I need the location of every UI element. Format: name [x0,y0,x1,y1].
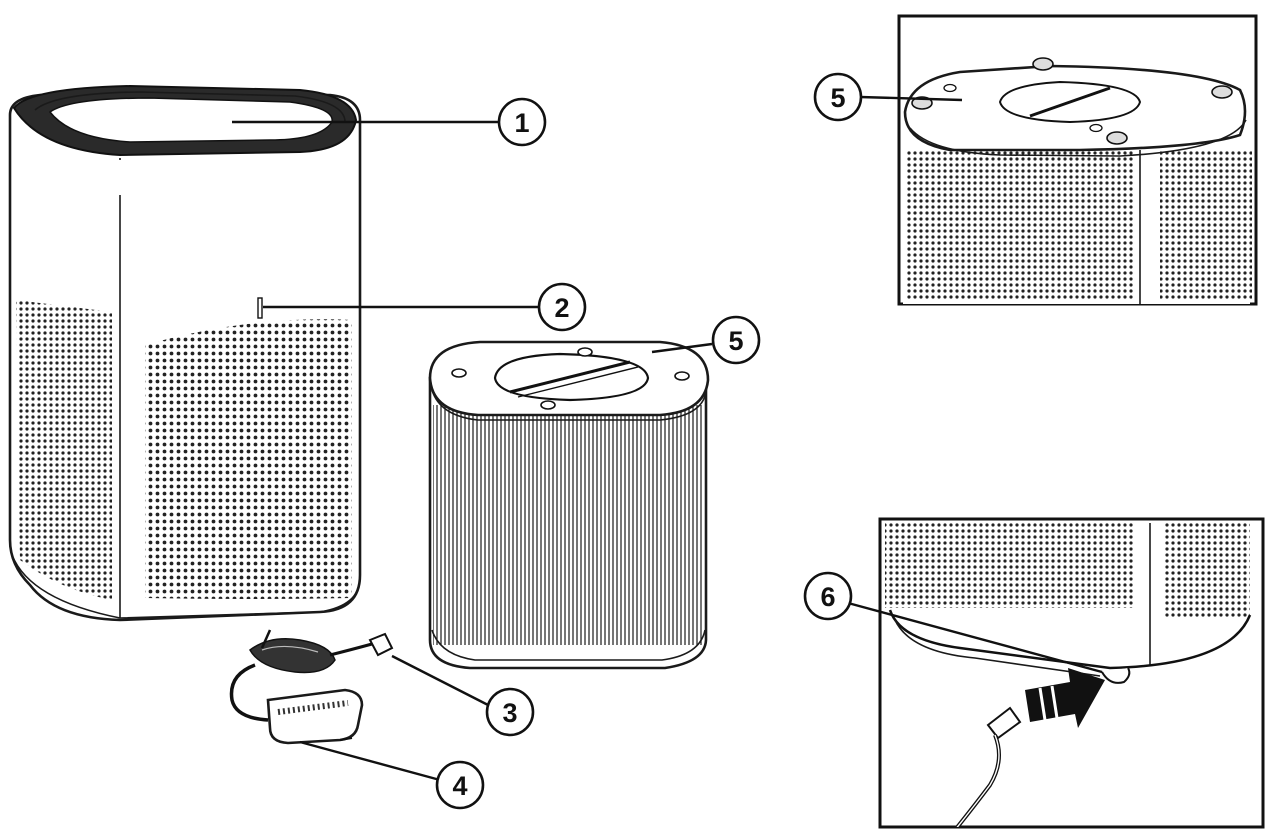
inset-power-connection [878,517,1265,829]
callout-1: 1 [497,97,547,147]
power-adapter [229,629,394,745]
callout-2: 2 [537,282,587,332]
air-purifier-unit [8,84,362,622]
callout-5-filter: 5 [711,315,761,365]
svg-text:5: 5 [830,83,845,113]
filter-cartridge [428,340,710,670]
leader-lines [232,95,1103,782]
svg-text:6: 6 [820,582,835,612]
callout-6: 6 [803,571,853,621]
svg-text:5: 5 [728,326,743,356]
callout-4: 4 [435,760,485,810]
callout-3: 3 [485,687,535,737]
svg-text:4: 4 [452,771,467,801]
callout-5-inset: 5 [813,72,863,122]
inset-filter-installed [897,14,1258,306]
svg-text:2: 2 [554,293,569,323]
svg-text:1: 1 [514,108,529,138]
svg-text:3: 3 [502,698,517,728]
